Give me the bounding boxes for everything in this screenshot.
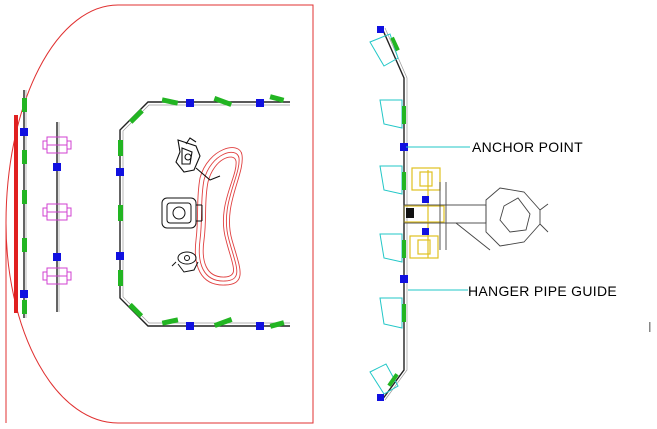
anchor-point-label: ANCHOR POINT	[472, 139, 583, 155]
hanger-icon	[379, 99, 403, 129]
hanger-icon	[379, 233, 403, 263]
equipment-sketch-top	[175, 137, 221, 181]
outer-vertical-pipe	[20, 90, 28, 318]
right-main-pipe	[381, 27, 405, 401]
guide-icon	[387, 373, 399, 387]
guide-icon	[22, 190, 27, 204]
anchor-icon	[256, 99, 264, 107]
guide-icon	[213, 96, 233, 107]
guide-icon	[118, 140, 123, 156]
right-plan-view: ANCHOR POINT HANGER PIPE GUIDE	[369, 26, 617, 401]
magenta-hanger-icon	[42, 267, 72, 285]
guide-icon	[390, 36, 400, 52]
hanger-icon	[369, 363, 399, 395]
guide-icon	[402, 106, 406, 124]
anchor-icon	[186, 99, 194, 107]
anchor-icon	[53, 253, 61, 261]
anchor-icon	[20, 290, 28, 298]
anchor-icon	[422, 196, 429, 203]
second-vertical-pipe	[42, 122, 72, 312]
guide-icon	[402, 240, 406, 258]
guide-icon	[402, 304, 406, 322]
fixture-icon	[417, 239, 431, 255]
left-plan-view	[5, 4, 314, 424]
guide-icon	[22, 238, 27, 252]
equipment-assembly	[403, 182, 549, 251]
red-coil-loop	[194, 147, 243, 286]
anchor-icon	[116, 252, 124, 260]
magenta-hanger-icon	[42, 136, 72, 154]
guide-icon	[213, 317, 233, 328]
guide-icon	[118, 205, 123, 221]
guide-icon	[161, 97, 179, 106]
hanger-icon	[369, 33, 399, 67]
guide-icon	[269, 320, 285, 329]
equipment-sketch-middle	[161, 197, 203, 229]
dark-fixture-block	[406, 208, 414, 218]
hanger-icon	[379, 165, 403, 195]
fixture-icon	[409, 235, 439, 259]
guide-icon	[22, 150, 27, 164]
guide-icon	[118, 270, 123, 286]
anchor-icon	[400, 275, 408, 283]
equipment-sketch-bottom	[171, 251, 199, 273]
main-loop-pipe	[116, 94, 290, 330]
anchor-icon	[377, 26, 384, 33]
fixture-icon	[419, 171, 433, 187]
guide-icon	[161, 317, 179, 326]
guide-icon	[269, 94, 285, 103]
anchor-icon	[20, 128, 28, 136]
anchor-icon	[53, 163, 61, 171]
fixture-icon	[411, 167, 441, 191]
anchor-icon	[377, 394, 384, 401]
anchor-icon	[256, 322, 264, 330]
guide-icon	[128, 108, 144, 124]
hanger-pipe-guide-label: HANGER PIPE GUIDE	[468, 283, 617, 299]
guide-icon	[402, 172, 406, 190]
anchor-icon	[400, 143, 408, 151]
anchor-icon	[422, 228, 429, 235]
anchor-icon	[116, 168, 124, 176]
guide-icon	[22, 300, 27, 314]
red-wall-segment	[14, 115, 18, 313]
cyan-hangers	[369, 33, 403, 395]
hanger-icon	[379, 297, 403, 329]
magenta-hanger-icon	[42, 203, 72, 221]
edge-mark	[649, 322, 651, 332]
anchor-icon	[186, 322, 194, 330]
guide-icon	[22, 98, 27, 112]
room-boundary-outline	[5, 4, 314, 424]
guide-icon	[128, 302, 144, 318]
